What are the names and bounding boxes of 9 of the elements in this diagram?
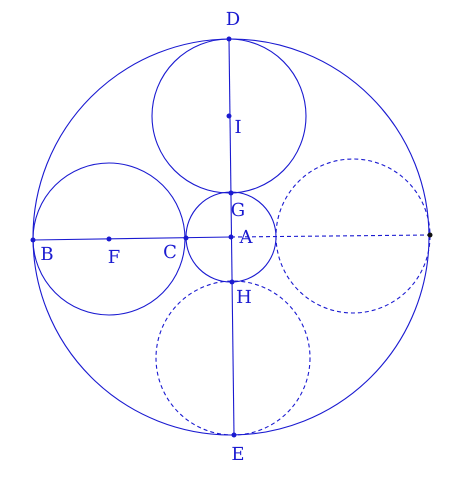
point-label: E — [231, 446, 245, 464]
point-label: D — [226, 11, 240, 29]
point-label: C — [163, 244, 177, 262]
point-label: I — [234, 119, 242, 137]
point-label: G — [230, 202, 246, 220]
point-label: B — [40, 246, 54, 264]
point-label: H — [236, 289, 252, 307]
point-label: F — [108, 249, 120, 267]
point-label: A — [240, 229, 252, 247]
